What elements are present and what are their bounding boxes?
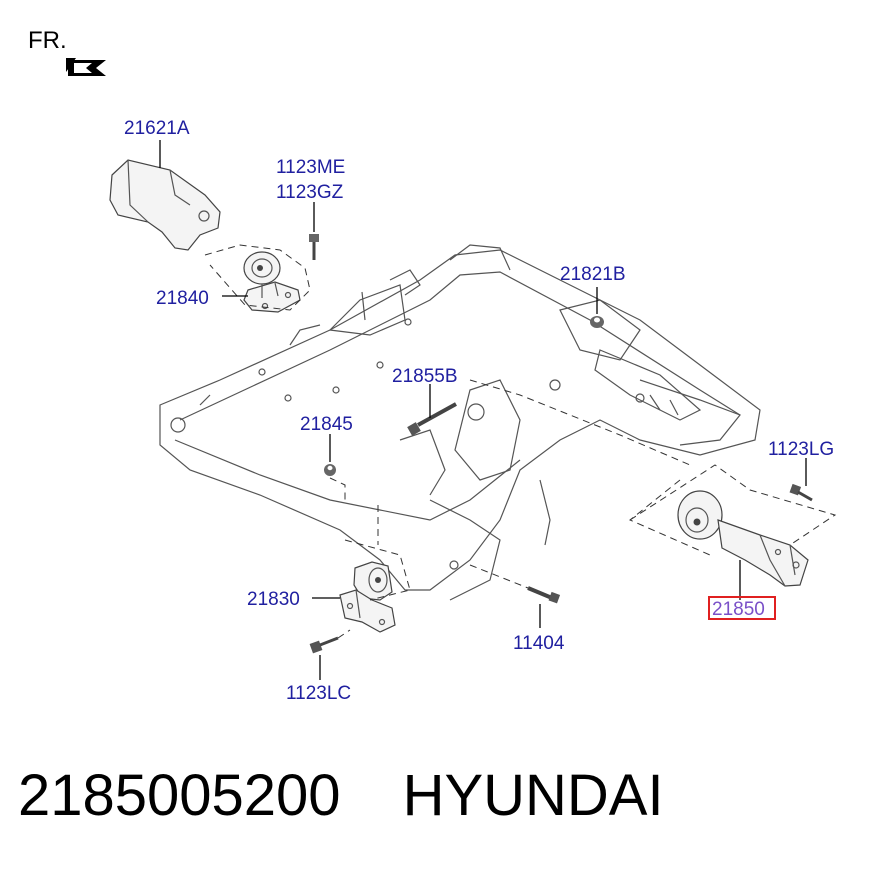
label-21821b: 21821B: [560, 264, 626, 285]
parts-diagram: FR.: [28, 27, 837, 704]
label-21850: 21850: [712, 599, 765, 620]
bolt-11404-icon: [527, 586, 561, 604]
caption: 2185005200 HYUNDAI: [18, 762, 664, 829]
subframe-crossmember: [159, 244, 761, 601]
part-number: 2185005200: [18, 763, 341, 828]
label-1123gz: 1123GZ: [276, 182, 344, 203]
label-1123lg: 1123LG: [768, 439, 834, 460]
label-1123lc: 1123LC: [286, 683, 351, 704]
front-arrow-icon: [66, 58, 106, 76]
nut-21821b-icon: [590, 316, 604, 328]
label-11404: 11404: [513, 633, 565, 654]
mount-21840: [243, 251, 301, 313]
brand-name: HYUNDAI: [402, 763, 664, 828]
mount-21830: [339, 561, 396, 633]
dashed-guide-21840: [204, 244, 311, 311]
bolt-1123lg-icon: [789, 483, 813, 502]
mount-21850: [677, 490, 809, 587]
bracket-21621a: [109, 159, 221, 251]
label-21855b: 21855B: [392, 366, 458, 387]
label-21621a: 21621A: [124, 118, 190, 139]
nut-21845-icon: [324, 464, 336, 476]
label-21845: 21845: [300, 414, 353, 435]
dashed-guide-21850: [629, 464, 837, 546]
label-21840: 21840: [156, 288, 209, 309]
dashed-guide-21845: [329, 477, 346, 500]
bolt-1123me-icon: [309, 234, 319, 260]
highlight-box-21850: [708, 596, 776, 620]
front-direction-label: FR.: [28, 27, 67, 54]
dashed-guide-21830: [344, 539, 411, 601]
dashed-guide-21850-b: [629, 479, 711, 556]
dashed-guide-21855b: [469, 379, 691, 466]
label-1123me: 1123ME: [276, 157, 345, 178]
bolt-1123lc-icon: [309, 629, 351, 654]
dashed-guide-11404: [469, 564, 529, 589]
label-21830: 21830: [247, 589, 300, 610]
bolt-21855b-icon: [407, 402, 457, 436]
